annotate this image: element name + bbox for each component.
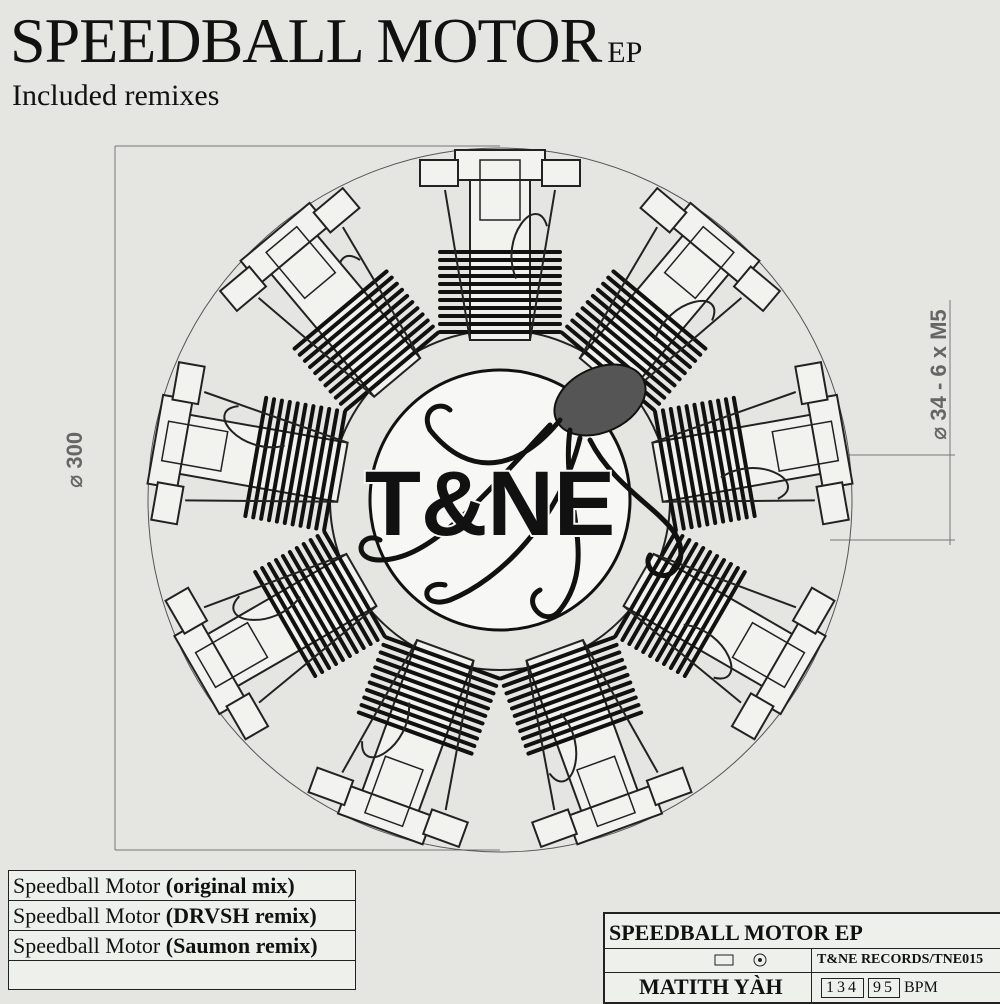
track-item-empty — [9, 961, 355, 989]
bpm-value: 134 — [821, 978, 864, 998]
artist-name: MATITH YÀH — [639, 974, 783, 999]
cylinder — [337, 149, 581, 341]
page-subtitle: Included remixes — [12, 79, 220, 112]
title-block-title: SPEEDBALL MOTOR EP — [609, 920, 863, 945]
outer-circle — [147, 147, 853, 853]
cylinder — [218, 186, 440, 449]
title-suffix: EP — [607, 36, 643, 69]
logo-text: T&NE — [365, 453, 615, 555]
octopus-icon — [358, 363, 684, 620]
track-item: Speedball Motor (Saumon remix) — [9, 931, 355, 961]
cylinder — [164, 530, 411, 759]
track-item: Speedball Motor (original mix) — [9, 871, 355, 901]
tracklist: Speedball Motor (original mix) Speedball… — [8, 870, 356, 990]
cylinder — [146, 361, 349, 621]
title-main: SPEEDBALL MOTOR — [10, 5, 602, 76]
dimension-lines — [114, 145, 955, 851]
logo-mark: T&NE — [363, 451, 617, 557]
cylinder — [307, 635, 578, 849]
cylinder — [499, 623, 733, 849]
bolt-circle-dimension: ⌀ 34 - 6 x M5 — [926, 309, 951, 440]
title-block: SPEEDBALL MOTOR EP T&NE RECORDS/TNE015 M… — [603, 912, 1000, 1004]
cylinders — [146, 149, 854, 849]
bpm-decimal: 95 — [868, 978, 900, 998]
outer-diameter-dimension: ⌀ 300 — [62, 431, 87, 488]
label-catalog: T&NE RECORDS/TNE015 — [817, 952, 984, 967]
track-item: Speedball Motor (DRVSH remix) — [9, 901, 355, 931]
drawing-symbol-icon — [714, 953, 767, 967]
bpm-unit: BPM — [904, 979, 938, 996]
cylinder — [613, 467, 836, 741]
